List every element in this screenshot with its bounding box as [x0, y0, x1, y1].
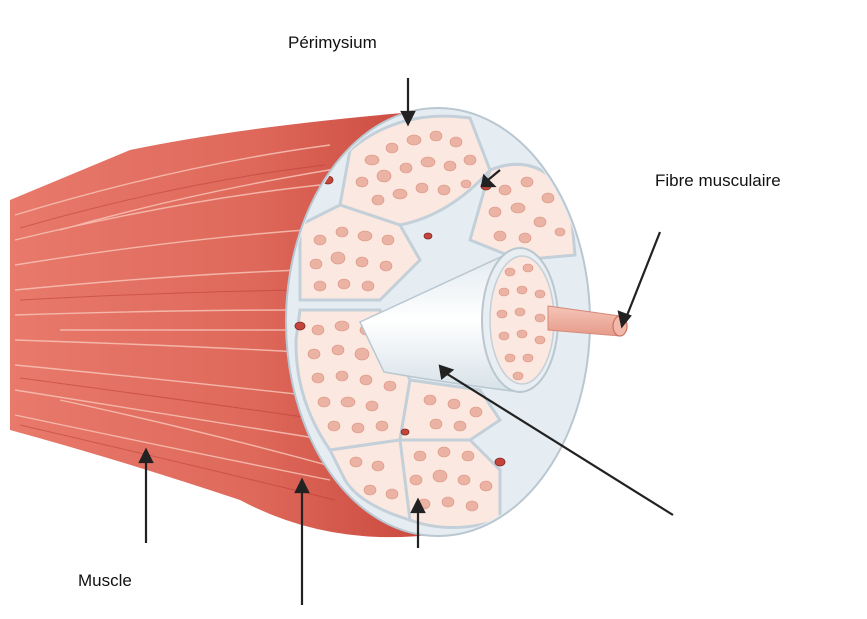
- perimysium-label: Périmysium: [288, 34, 377, 51]
- fibre-musculaire-label: Fibre musculaire: [655, 172, 781, 189]
- muscle-label: Muscle: [78, 572, 132, 589]
